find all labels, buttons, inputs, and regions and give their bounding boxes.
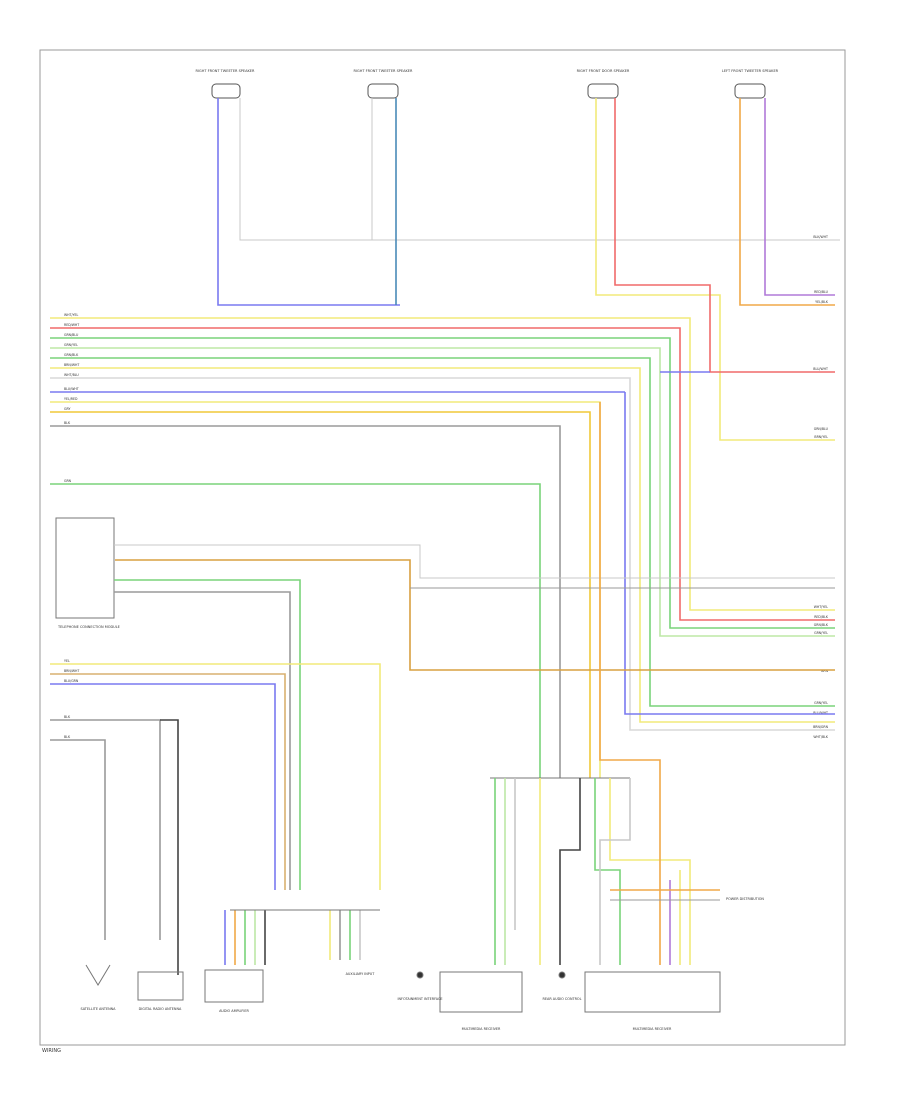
speaker-2-symbol <box>367 83 399 99</box>
wire-code: BRN/YEL <box>814 435 828 439</box>
power-distribution-label: POWER DISTRIBUTION <box>726 897 764 901</box>
sat-antenna-symbol <box>85 964 111 986</box>
rear-audio-control-label: REAR AUDIO CONTROL <box>543 997 582 1001</box>
right-extra-wires <box>115 371 835 715</box>
top-speaker-2-label: RIGHT FRONT TWEETER SPEAKER <box>354 69 413 73</box>
left-wire-codes: WHT/YEL RED/WHT GRN/BLU GRN/YEL GRN/BLK … <box>64 313 79 483</box>
wire-code: RED/WHT <box>64 323 79 327</box>
audio-amplifier-label: AUDIO AMPLIFIER <box>219 1009 249 1013</box>
left-lower-codes: YEL BRN/WHT BLU/GRN BLK BLK <box>64 659 79 739</box>
telephone-module: TELEPHONE CONNECTION MODULE <box>55 517 410 890</box>
digital-radio-antenna-box <box>137 971 184 1001</box>
rear-control-jack <box>558 971 566 979</box>
wire-code: WHT/YEL <box>64 313 79 317</box>
left-bus <box>50 317 835 778</box>
multimedia-receiver-1-label: MULTIMEDIA RECEIVER <box>462 1027 501 1031</box>
top-speaker-1-label: RIGHT FRONT TWEETER SPEAKER <box>196 69 255 73</box>
wire-code: GRN/BLK <box>814 623 829 627</box>
top-speaker-3-label: RIGHT FRONT DOOR SPEAKER <box>577 69 630 73</box>
speaker-leads <box>217 98 840 441</box>
wire-code: BLK <box>64 735 71 739</box>
diagram-frame <box>39 49 846 1046</box>
sat-antenna-label: SATELLITE ANTENNA <box>80 1007 116 1011</box>
wire-code: YEL/BLK <box>815 300 829 304</box>
multimedia-receiver-box-1 <box>439 971 523 1013</box>
wire-code: GRN/BLU <box>64 333 79 337</box>
top-speaker-2: RIGHT FRONT TWEETER SPEAKER <box>354 69 413 99</box>
telephone-module-label: TELEPHONE CONNECTION MODULE <box>57 625 120 629</box>
wire-code: BRN/WHT <box>64 669 79 673</box>
wire-code: YEL/RED <box>64 397 78 401</box>
wire-code: GRN/YEL <box>814 701 828 705</box>
center-block <box>490 402 720 965</box>
wire-code: BLU/WHT <box>64 387 79 391</box>
wire-code: BLK/WHT <box>813 235 828 239</box>
wire-code: GRN <box>64 479 72 483</box>
wire-code: GRN/BLK <box>64 353 79 357</box>
top-speaker-1: RIGHT FRONT TWEETER SPEAKER <box>196 69 255 99</box>
wire-code: BLK <box>64 421 71 425</box>
infotainment-label: INFOTAINMENT INTERFACE <box>397 997 442 1001</box>
page-id: WIRING <box>42 1048 61 1054</box>
wire-code: BLU/WHT <box>813 711 828 715</box>
wire-code: GRY <box>64 407 70 411</box>
lower-connectors <box>224 909 380 965</box>
wire-code: WHT/BLK <box>813 735 829 739</box>
wire-code: BLK <box>64 715 71 719</box>
wire-code: BRN/WHT <box>64 363 79 367</box>
wire-code: BLU/GRN <box>64 679 79 683</box>
multimedia-receiver-2-label: MULTIMEDIA RECEIVER <box>633 1027 672 1031</box>
digital-radio-label: DIGITAL RADIO ANTENNA <box>139 1007 182 1011</box>
speaker-1-symbol <box>211 83 241 99</box>
wire-code: RED/BLU <box>814 290 829 294</box>
wire-code: GRN/BLU <box>814 427 829 431</box>
wire-code: BLU/WHT <box>813 367 828 371</box>
wire-code: GRN/YEL <box>814 631 828 635</box>
wire-code: GRN/YEL <box>64 343 78 347</box>
lower-labels: SATELLITE ANTENNA DIGITAL RADIO ANTENNA … <box>80 897 764 1031</box>
speaker-3-symbol <box>587 83 619 99</box>
multimedia-receiver-box-2 <box>584 971 721 1013</box>
telephone-module-box <box>55 517 115 619</box>
top-speaker-4-label: LEFT FRONT TWEETER SPEAKER <box>722 69 779 73</box>
audio-amplifier-box <box>204 969 264 1003</box>
top-speaker-4: LEFT FRONT TWEETER SPEAKER <box>722 69 779 99</box>
wire-code: BRN <box>821 669 828 673</box>
lower-modules <box>85 964 721 1013</box>
aux-input-jack <box>416 971 424 979</box>
wire-code: WHT/BLU <box>64 373 79 377</box>
wire-code: RED/BLK <box>814 615 829 619</box>
right-wire-codes: BLK/WHT RED/BLU YEL/BLK BLU/WHT GRN/BLU … <box>813 235 829 739</box>
speaker-4-symbol <box>734 83 766 99</box>
auxiliary-input-label: AUXILIARY INPUT <box>346 972 376 976</box>
wire-code: BRN/GRN <box>813 725 829 729</box>
wire-code: YEL <box>64 659 70 663</box>
left-lower-bus <box>50 663 381 975</box>
top-speaker-3: RIGHT FRONT DOOR SPEAKER <box>577 69 630 99</box>
wire-code: WHT/YEL <box>814 605 829 609</box>
